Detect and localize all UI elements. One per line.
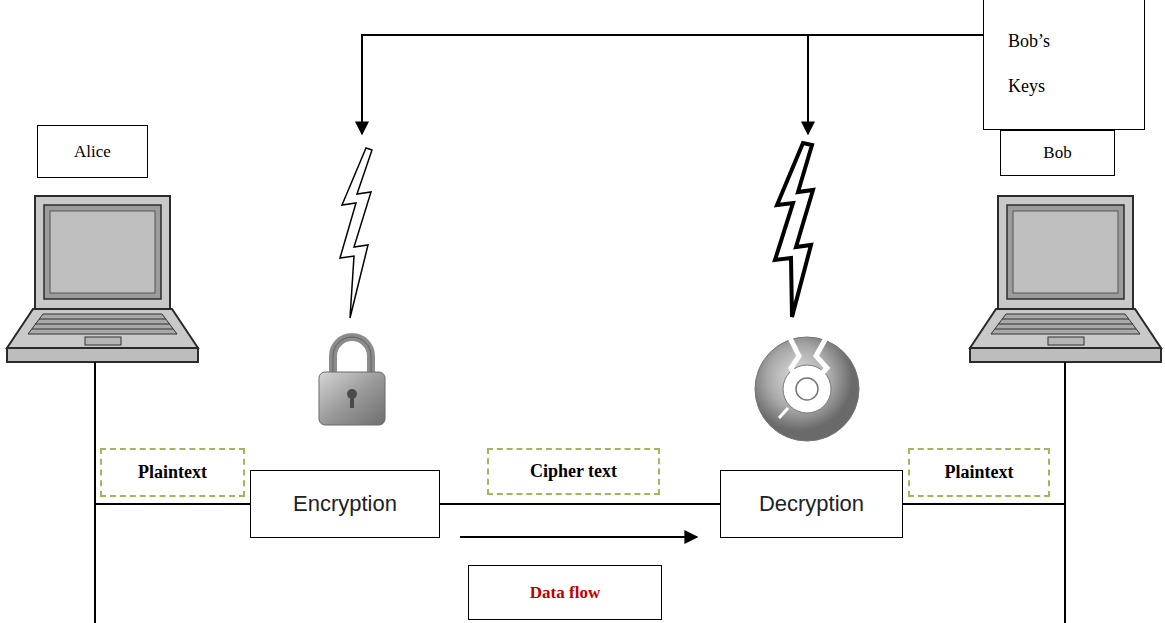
- data-state-box: Plaintext: [100, 448, 245, 497]
- bob-laptop: [970, 196, 1161, 362]
- public-key-bolt: [340, 148, 372, 318]
- name-box: Alice: [37, 125, 148, 178]
- caption-box: Data flow: [468, 565, 662, 620]
- node-text: Bob’s Keys: [1008, 19, 1068, 109]
- alice-lifeline: [94, 362, 96, 623]
- private-key-bolt: [775, 143, 813, 317]
- process-box: Decryption: [720, 470, 903, 538]
- node-text: Plaintext: [945, 462, 1014, 483]
- node-text: Data flow: [530, 583, 600, 603]
- data-line: [440, 503, 720, 505]
- data-flow-arrow: [460, 536, 697, 538]
- keys-box: Bob’s Keys: [983, 0, 1145, 130]
- alice-laptop: [7, 196, 198, 362]
- data-line: [903, 503, 1065, 505]
- node-text: Decryption: [759, 491, 864, 517]
- node-text: Plaintext: [138, 462, 207, 483]
- node-text: Encryption: [293, 491, 397, 517]
- bob-lifeline: [1064, 362, 1066, 623]
- lock-icon: [319, 337, 385, 425]
- data-state-box: Cipher text: [487, 448, 660, 495]
- key-line: [807, 35, 809, 134]
- node-text: Bob: [1043, 143, 1071, 163]
- name-box: Bob: [1000, 130, 1115, 176]
- node-text: Cipher text: [530, 461, 617, 482]
- data-line: [95, 503, 250, 505]
- process-box: Encryption: [250, 470, 440, 538]
- node-text: Alice: [74, 142, 111, 162]
- broken-seal-icon: [755, 336, 859, 441]
- key-line: [362, 35, 983, 134]
- data-state-box: Plaintext: [908, 448, 1050, 497]
